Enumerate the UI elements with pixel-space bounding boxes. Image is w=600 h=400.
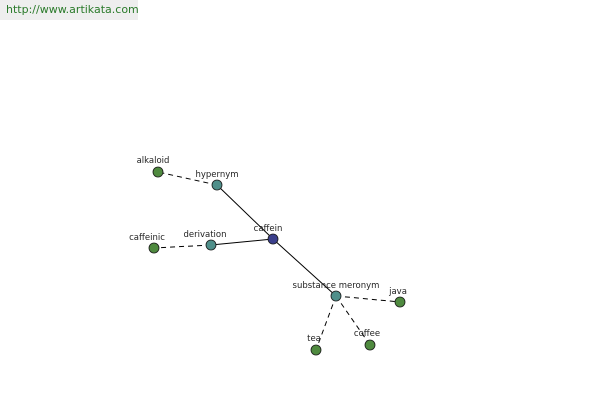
node-java[interactable] [394, 296, 406, 308]
edge-substance-meronym-to-java [335, 295, 401, 303]
edge-substance-meronym-to-coffee [335, 295, 371, 346]
node-tea[interactable] [310, 344, 322, 356]
node-derivation[interactable] [205, 239, 217, 251]
node-caffeinic[interactable] [148, 242, 160, 254]
edge-hypernym-to-alkaloid [157, 171, 218, 186]
node-label-caffein: caffein [254, 224, 283, 234]
node-coffee[interactable] [364, 339, 376, 351]
labels-layer: caffein hypernym derivation substance meron… [129, 156, 407, 344]
node-label-tea: tea [307, 334, 321, 344]
node-alkaloid[interactable] [152, 166, 164, 178]
node-label-hypernym: hypernym [195, 170, 238, 180]
node-hypernym[interactable] [211, 179, 223, 191]
source-url-link[interactable]: http://www.artikata.com [0, 0, 139, 20]
node-substance-meronym[interactable] [330, 290, 342, 302]
node-label-derivation: derivation [183, 230, 226, 240]
nodes-layer [148, 166, 406, 356]
node-label-java: java [388, 287, 407, 297]
node-caffein[interactable] [267, 233, 279, 245]
edges-layer [153, 171, 401, 351]
node-label-coffee: coffee [354, 329, 380, 339]
node-label-substance-meronym: substance meronym [293, 281, 380, 291]
edge-derivation-to-caffeinic [153, 244, 212, 249]
edge-caffein-to-hypernym [216, 184, 274, 240]
edge-caffein-to-derivation [210, 238, 274, 246]
edge-substance-meronym-to-tea [315, 295, 337, 351]
edge-caffein-to-substance-meronym [272, 238, 337, 297]
node-label-alkaloid: alkaloid [137, 156, 170, 166]
node-label-caffeinic: caffeinic [129, 233, 165, 243]
